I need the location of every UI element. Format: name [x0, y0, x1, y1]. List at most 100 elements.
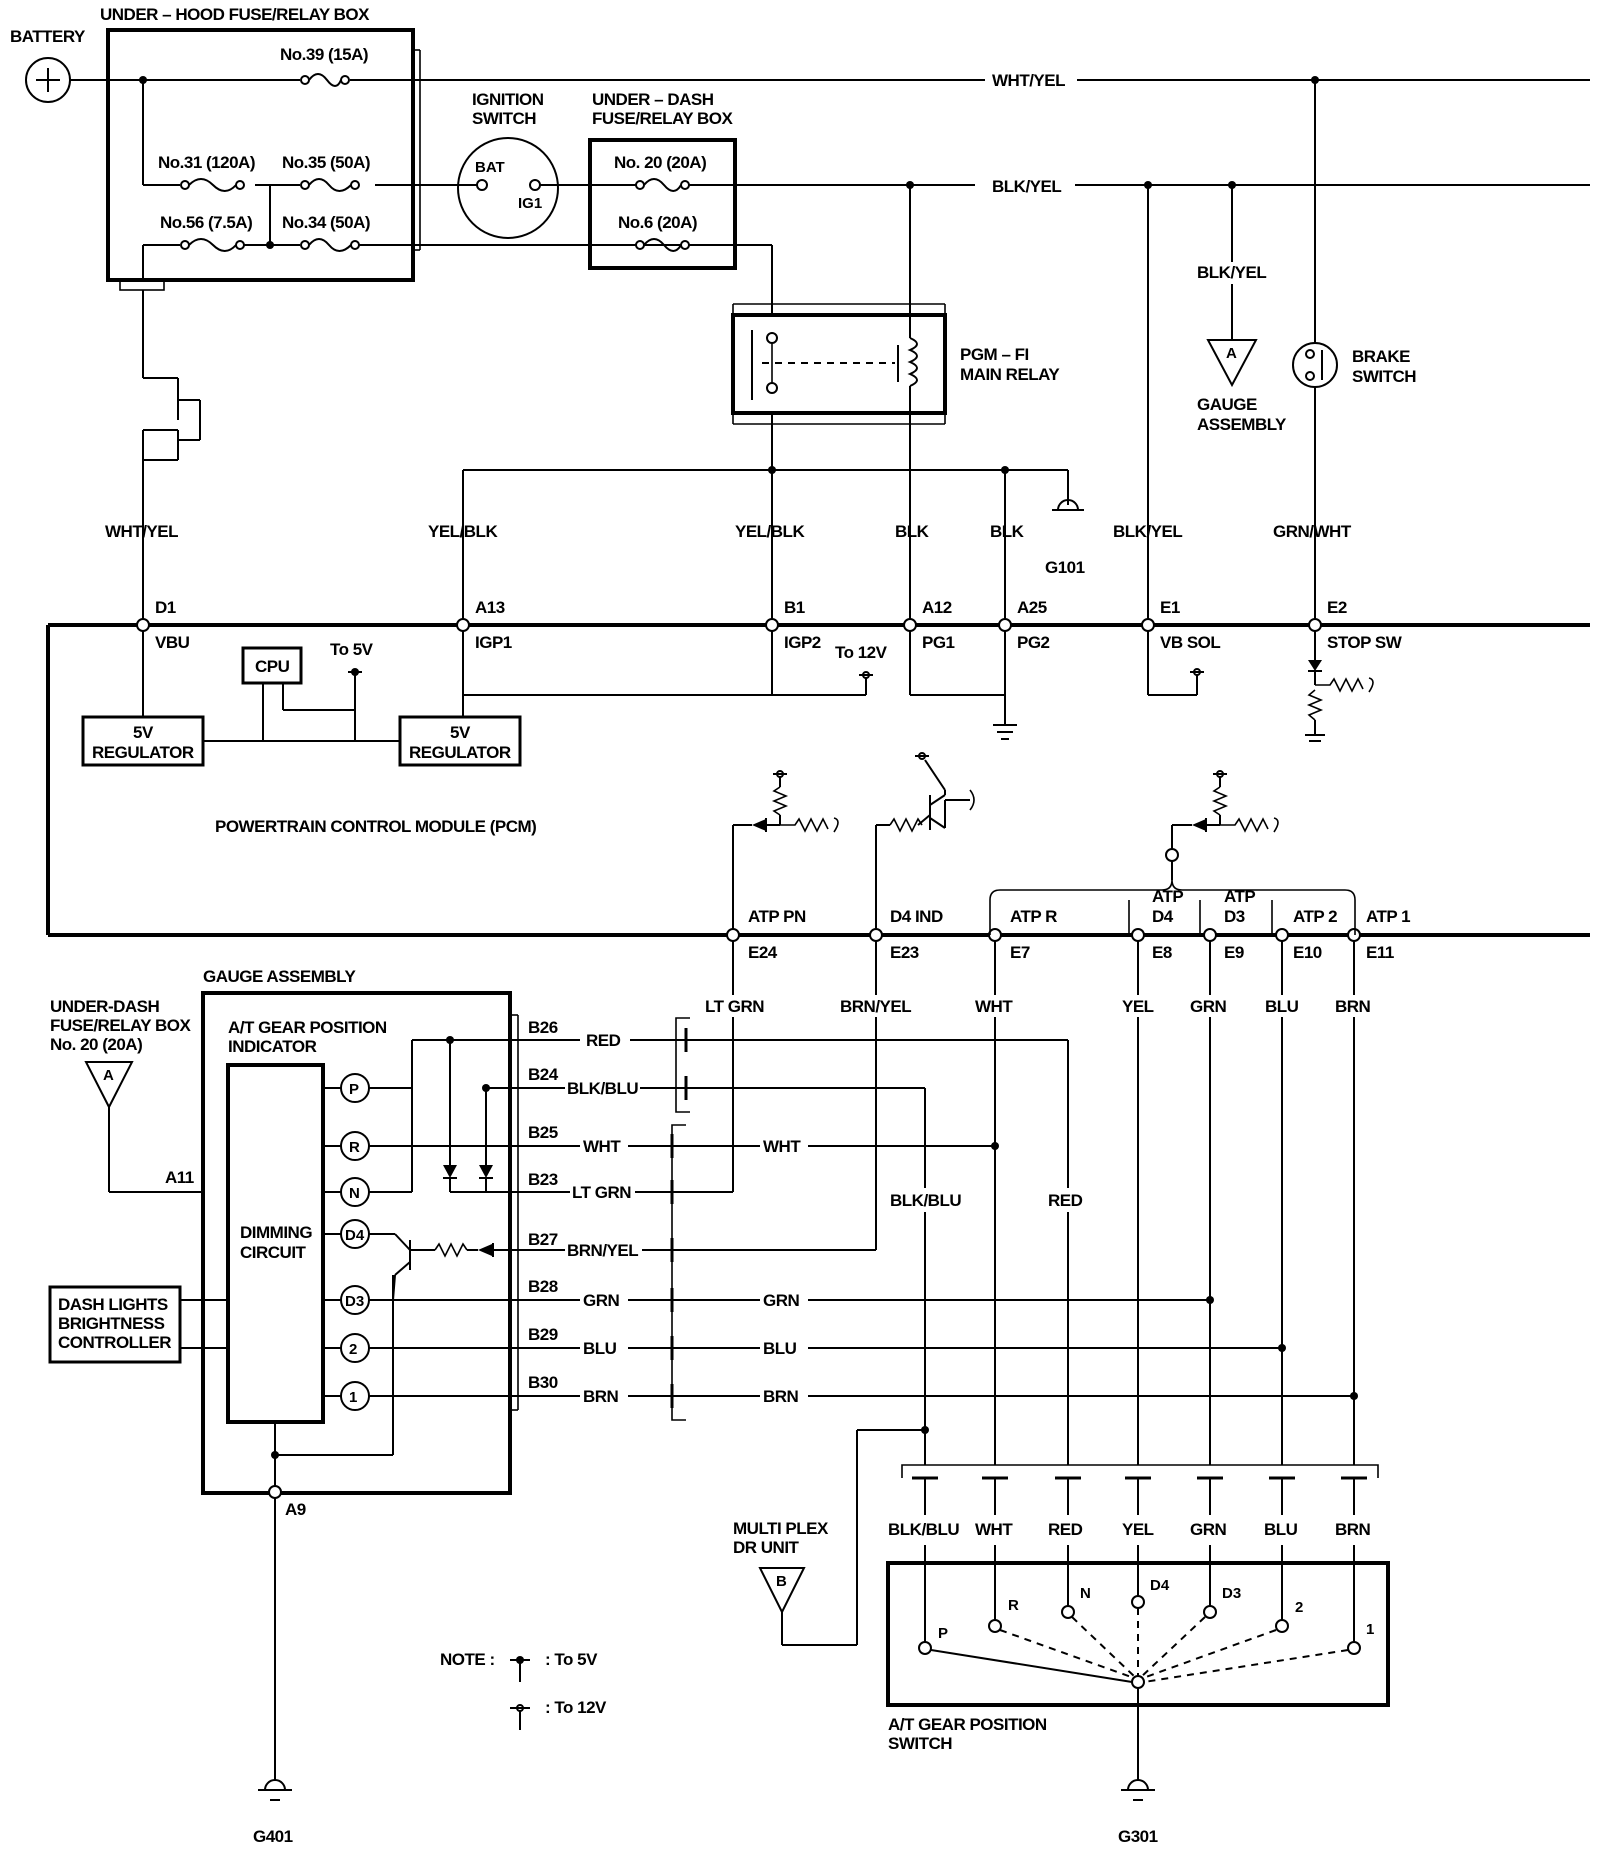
switch-title-1: A/T GEAR POSITION — [888, 1715, 1047, 1734]
ignition-bat-label: BAT — [475, 159, 505, 176]
b25-color: WHT — [583, 1137, 621, 1156]
ignition-label-2: SWITCH — [472, 109, 536, 128]
pin-pg1: PG1 — [922, 633, 955, 652]
wire-e10-color: BLU — [1265, 997, 1299, 1016]
ind-d3-label: D3 — [345, 1293, 364, 1310]
gauge-assembly-title: GAUGE ASSEMBLY — [203, 967, 356, 986]
ind-n-label: N — [349, 1185, 360, 1202]
sw-pos-2: 2 — [1295, 1599, 1303, 1616]
gauge-assembly — [201, 991, 512, 1495]
blu-run-label: BLU — [763, 1339, 797, 1358]
pin-d1: D1 — [155, 598, 176, 617]
pin-b24: B24 — [528, 1065, 559, 1084]
udfr-label-2: FUSE/RELAY BOX — [50, 1016, 192, 1035]
fuse-20 — [635, 178, 690, 192]
pin-b1: B1 — [784, 598, 805, 617]
wire-e8-color: YEL — [1122, 997, 1154, 1016]
multiplex-label-1: MULTI PLEX — [733, 1519, 829, 1538]
pgm-label-1: PGM – FI — [960, 345, 1029, 364]
g301-label: G301 — [1118, 1827, 1158, 1846]
pcm-title: POWERTRAIN CONTROL MODULE (PCM) — [215, 817, 536, 836]
sw-pos-r: R — [1008, 1597, 1019, 1614]
fuse-6-label: No.6 (20A) — [618, 213, 697, 232]
underdash-title-2: FUSE/RELAY BOX — [592, 109, 734, 128]
blk-yel-gauge-label-2: BLK/YEL — [1197, 263, 1266, 282]
pin-a25: A25 — [1017, 598, 1047, 617]
sw-yel: YEL — [1122, 1520, 1154, 1539]
fuse-39-label: No.39 (15A) — [280, 45, 368, 64]
ignition-ig1-label: IG1 — [518, 195, 542, 212]
ground-g101 — [1052, 499, 1084, 511]
pin-e1: E1 — [1160, 598, 1180, 617]
gauge-label-2: ASSEMBLY — [1197, 415, 1287, 434]
pgm-fi-main-relay — [731, 313, 947, 415]
b23-color: LT GRN — [572, 1183, 631, 1202]
note-5v: : To 5V — [545, 1650, 598, 1669]
underhood-title: UNDER – HOOD FUSE/RELAY BOX — [100, 5, 370, 24]
pin-b23: B23 — [528, 1170, 558, 1189]
brake-label-1: BRAKE — [1352, 347, 1410, 366]
vertical-blkblu-label: BLK/BLU — [890, 1191, 961, 1210]
pin-atp-pn: ATP PN — [748, 907, 806, 926]
ind-p-label: P — [349, 1081, 359, 1098]
b27-color: BRN/YEL — [567, 1241, 638, 1260]
pcm-ground — [993, 724, 1017, 740]
reg1-line2: REGULATOR — [92, 743, 194, 762]
udfr-label-1: UNDER-DASH — [50, 997, 160, 1016]
pin-atp-d4-b: D4 — [1152, 907, 1174, 926]
indicator-title-2: INDICATOR — [228, 1037, 317, 1056]
pin-a13: A13 — [475, 598, 505, 617]
underhood-fuse-box — [106, 28, 415, 282]
ind-1-label: 1 — [349, 1389, 357, 1406]
dash-label-2: BRIGHTNESS — [58, 1314, 165, 1333]
dash-lights-controller — [48, 1285, 182, 1364]
wire-e2-label: GRN/WHT — [1273, 522, 1352, 541]
multiplex-label-2: DR UNIT — [733, 1538, 800, 1557]
sw-blkblu: BLK/BLU — [888, 1520, 959, 1539]
wire-e7-color: WHT — [975, 997, 1013, 1016]
wire-b1-label: YEL/BLK — [735, 522, 805, 541]
pin-atp-r: ATP R — [1010, 907, 1057, 926]
wire-e1-label: BLK/YEL — [1113, 522, 1182, 541]
battery-symbol — [25, 57, 71, 103]
vertical-red-label: RED — [1048, 1191, 1083, 1210]
dimming-label-2: CIRCUIT — [240, 1243, 307, 1262]
b26-color: RED — [586, 1031, 621, 1050]
fuse-56 — [180, 238, 245, 252]
pin-igp1: IGP1 — [475, 633, 512, 652]
pin-b27: B27 — [528, 1230, 558, 1249]
fuse-34-label: No.34 (50A) — [282, 213, 370, 232]
fuse-31-label: No.31 (120A) — [158, 153, 255, 172]
pgm-label-2: MAIN RELAY — [960, 365, 1060, 384]
brake-switch — [1292, 342, 1338, 388]
note-12v: : To 12V — [545, 1698, 607, 1717]
cpu-box — [241, 646, 303, 685]
pin-a11: A11 — [165, 1168, 194, 1187]
gauge-connector-a-top — [1206, 339, 1258, 388]
pin-d4-ind: D4 IND — [890, 907, 943, 926]
fuse-39 — [300, 73, 350, 87]
underdash-title-1: UNDER – DASH — [592, 90, 714, 109]
wire-d1-label: WHT/YEL — [105, 522, 178, 541]
ind-2-label: 2 — [349, 1341, 357, 1358]
tri-a-label-top: A — [1226, 345, 1237, 362]
fuse-35 — [300, 178, 360, 192]
g401-label: G401 — [253, 1827, 293, 1846]
pin-a9: A9 — [285, 1500, 306, 1519]
pin-b29: B29 — [528, 1325, 558, 1344]
reg2-line2: REGULATOR — [409, 743, 511, 762]
fuse-31 — [180, 178, 245, 192]
battery-label: BATTERY — [10, 27, 86, 46]
sw-blu: BLU — [1264, 1520, 1298, 1539]
pin-atp-d4-a: ATP — [1152, 887, 1183, 906]
b29-color: BLU — [583, 1339, 617, 1358]
pin-atp-d3-a: ATP — [1224, 887, 1255, 906]
fuse-20-label: No. 20 (20A) — [614, 153, 706, 172]
pin-e2: E2 — [1327, 598, 1347, 617]
sw-pos-n: N — [1080, 1585, 1091, 1602]
g101-label: G101 — [1045, 558, 1085, 577]
pin-stop-sw: STOP SW — [1327, 633, 1403, 652]
pin-b28: B28 — [528, 1277, 558, 1296]
